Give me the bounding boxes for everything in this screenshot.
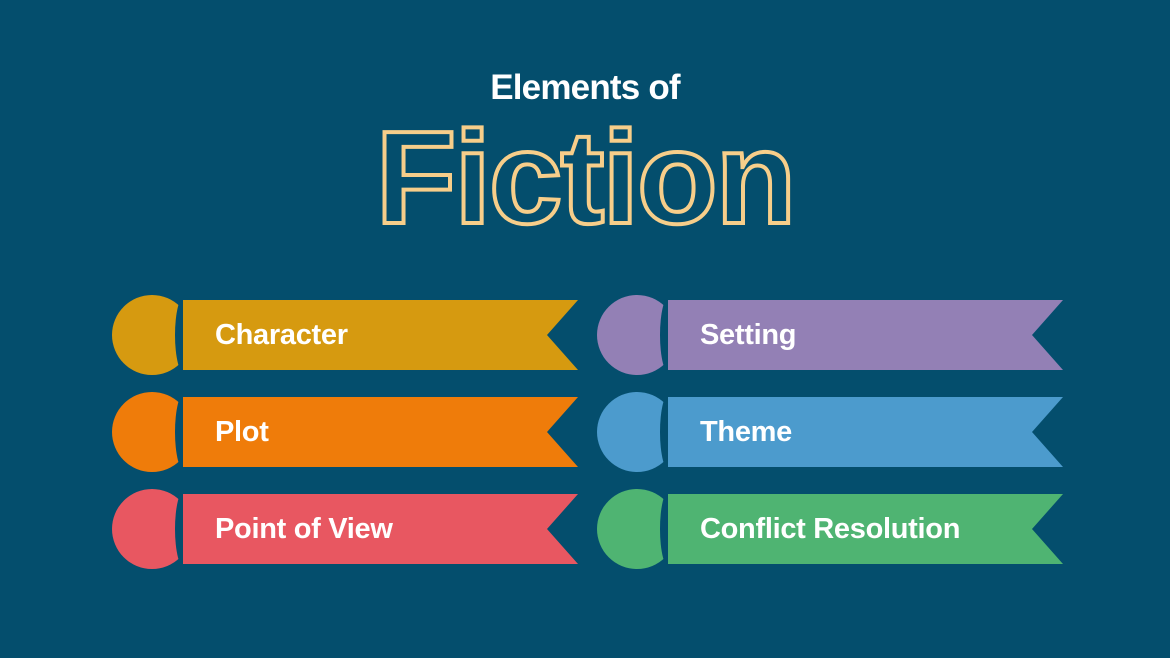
ribbon-banner: Conflict Resolution bbox=[668, 494, 1063, 564]
ribbon-banner: Setting bbox=[668, 300, 1063, 370]
list-item[interactable]: Setting bbox=[597, 295, 1063, 375]
list-item-label: Theme bbox=[700, 415, 792, 448]
list-item-label: Character bbox=[215, 318, 348, 351]
list-item[interactable]: Conflict Resolution bbox=[597, 489, 1063, 569]
list-item-label: Point of View bbox=[215, 512, 393, 545]
list-item-label: Plot bbox=[215, 415, 269, 448]
page-title: Fiction bbox=[374, 104, 799, 251]
ribbon-banner: Plot bbox=[183, 397, 578, 467]
list-item[interactable]: Plot bbox=[112, 392, 578, 472]
list-item[interactable]: Character bbox=[112, 295, 578, 375]
list-item[interactable]: Theme bbox=[597, 392, 1063, 472]
ribbon-banner: Theme bbox=[668, 397, 1063, 467]
page-title-eyebrow: Elements of bbox=[490, 68, 680, 107]
ribbon-banner: Point of View bbox=[183, 494, 578, 564]
list-item[interactable]: Point of View bbox=[112, 489, 578, 569]
list-item-label: Setting bbox=[700, 318, 797, 351]
list-item-label: Conflict Resolution bbox=[700, 512, 961, 545]
ribbon-banner: Character bbox=[183, 300, 578, 370]
